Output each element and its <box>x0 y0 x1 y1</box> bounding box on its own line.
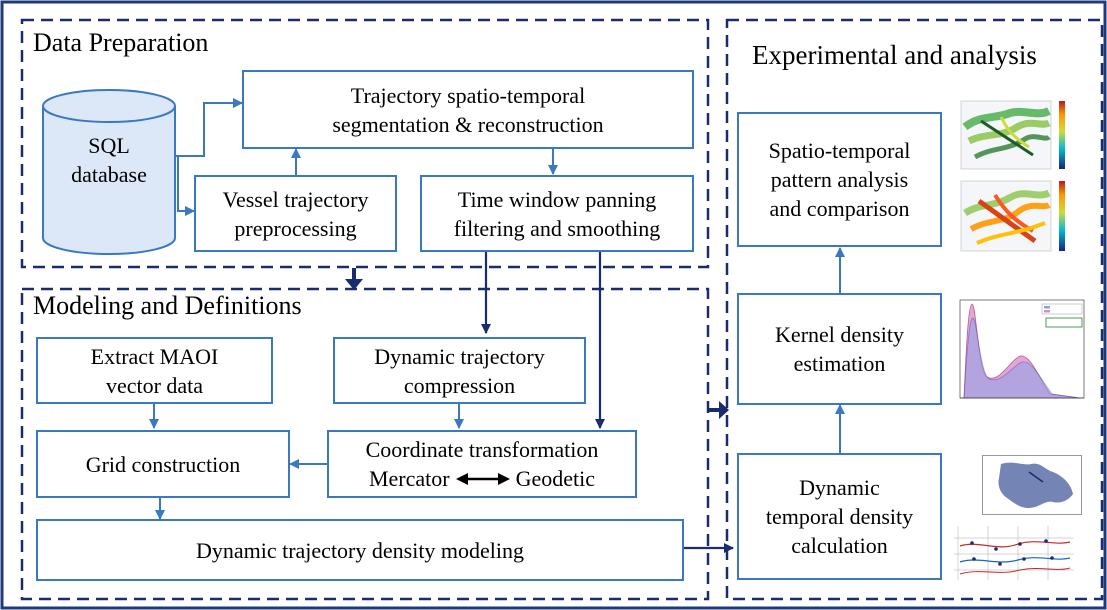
pattern-analysis-box: Spatio-temporal pattern analysis and com… <box>737 112 942 247</box>
experimental-region <box>725 18 1104 601</box>
segmentation-box: Trajectory spatio-temporal segmentation … <box>242 70 694 149</box>
sql-database-label: SQL database <box>71 133 147 187</box>
compression-box: Dynamic trajectory compression <box>333 337 586 404</box>
time-window-box: Time window panning filtering and smooth… <box>420 175 694 252</box>
section-title-data-preparation: Data Preparation <box>33 28 209 57</box>
coord-conversion-row: Mercator Geodetic <box>369 464 595 493</box>
extract-maoi-box: Extract MAOI vector data <box>36 337 273 404</box>
arrow-db-to-preprocessing <box>175 155 195 216</box>
coord-title: Coordinate transformation <box>365 437 599 462</box>
arrow-db-to-segmentation <box>175 98 243 157</box>
mercator-label: Mercator <box>368 466 450 491</box>
section-title-modeling: Modeling and Definitions <box>33 291 302 320</box>
preprocessing-box: Vessel trajectory preprocessing <box>194 175 397 252</box>
geodetic-label: Geodetic <box>515 466 596 491</box>
kde-box: Kernel density estimation <box>737 293 942 405</box>
grid-construction-box: Grid construction <box>36 430 290 498</box>
coordinate-transformation-box: Coordinate transformation Mercator Geode… <box>327 430 637 498</box>
data-preparation-region <box>20 18 710 269</box>
heatmap-thumbnail-2 <box>955 177 1075 257</box>
double-arrow-icon <box>455 472 510 485</box>
temporal-density-box: Dynamic temporal density calculation <box>737 453 942 580</box>
map-thumbnail <box>982 455 1082 515</box>
kde-plot-thumbnail <box>950 296 1090 414</box>
heatmap-thumbnail-1 <box>955 97 1075 175</box>
density-modeling-box: Dynamic trajectory density modeling <box>36 519 684 581</box>
sql-database-cylinder <box>42 89 176 255</box>
trajectory-graph-thumbnail <box>948 522 1080 584</box>
modeling-region <box>20 287 710 601</box>
section-title-experimental: Experimental and analysis <box>752 40 1037 70</box>
